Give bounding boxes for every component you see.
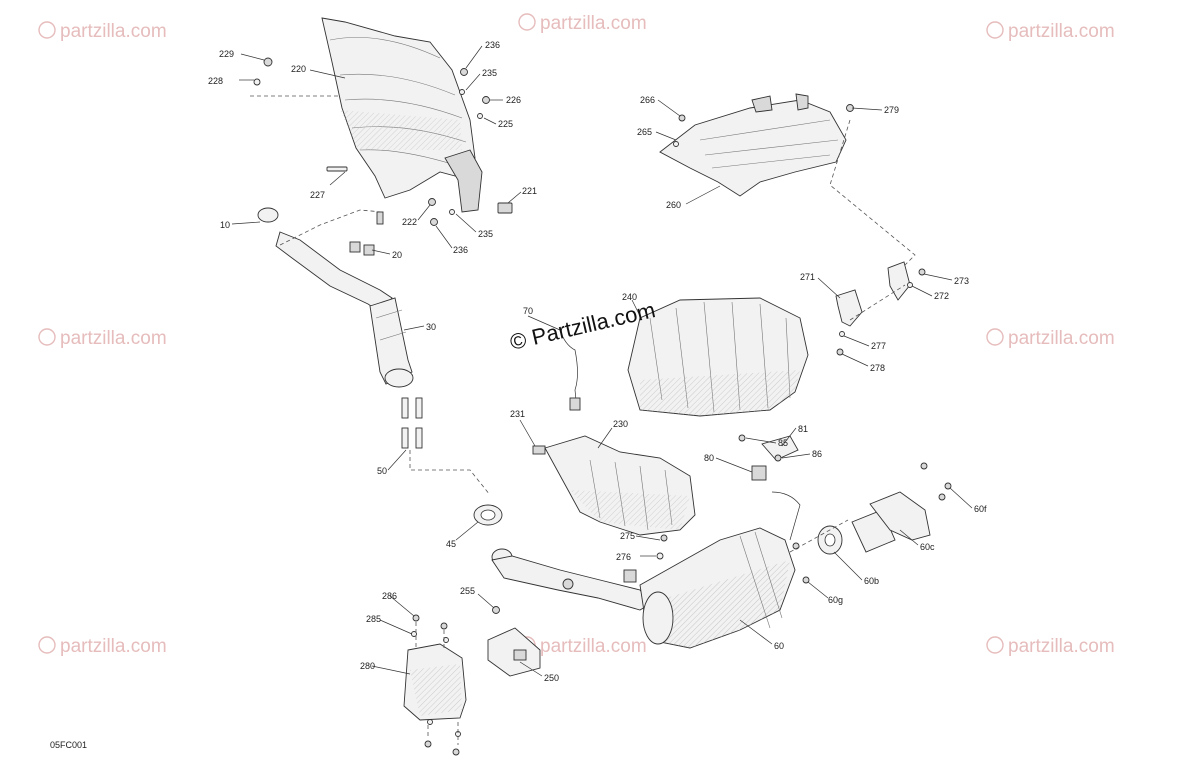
svg-text:partzilla.com: partzilla.com (1008, 328, 1115, 349)
tail-pipe-60c (792, 462, 952, 584)
callout-226: 226 (506, 95, 521, 105)
svg-text:partzilla.com: partzilla.com (1008, 636, 1115, 657)
heat-shield-220 (321, 17, 513, 214)
callout-235: 235 (482, 68, 497, 78)
callout-225: 225 (498, 119, 513, 129)
callout-45: 45 (446, 539, 456, 549)
assembly-lines (250, 95, 916, 745)
watermark-mid-left: partzilla.com (38, 328, 167, 349)
watermark-top-left: partzilla.com (38, 21, 167, 42)
callout-286: 286 (382, 591, 397, 601)
callout-81: 81 (798, 424, 808, 434)
svg-text:partzilla.com: partzilla.com (540, 13, 647, 34)
callout-10: 10 (220, 220, 230, 230)
watermark-top-right: partzilla.com (986, 21, 1115, 42)
callout-231: 231 (510, 409, 525, 419)
callout-271: 271 (800, 272, 815, 282)
callout-227: 227 (310, 190, 325, 200)
callout-222: 222 (402, 217, 417, 227)
oxygen-sensor-70 (559, 329, 581, 411)
watermark-bottom-right: partzilla.com (986, 636, 1115, 657)
callout-70: 70 (523, 306, 533, 316)
bracket-250 (487, 606, 541, 677)
callout-255: 255 (460, 586, 475, 596)
callout-266: 266 (640, 95, 655, 105)
callout-236: 236 (485, 40, 500, 50)
callout-280: 280 (360, 661, 375, 671)
fasteners-220 (253, 57, 490, 226)
callout-250: 250 (544, 673, 559, 683)
callout-240: 240 (622, 292, 637, 302)
callout-86: 86 (812, 449, 822, 459)
callout-60: 60 (774, 641, 784, 651)
watermark-bottom-left: partzilla.com (38, 636, 167, 657)
callout-60c: 60c (920, 542, 935, 552)
callout-60g: 60g (828, 595, 843, 605)
watermark-top-center: partzilla.com (518, 13, 647, 34)
heat-shield-260 (659, 93, 854, 197)
callout-275: 275 (620, 531, 635, 541)
leader-lines (231, 45, 973, 677)
callout-60f: 60f (974, 504, 987, 514)
callout-60b: 60b (864, 576, 879, 586)
callout-276: 276 (616, 552, 631, 562)
svg-text:partzilla.com: partzilla.com (60, 328, 167, 349)
bracket-271 (835, 261, 926, 356)
callout-30: 30 (426, 322, 436, 332)
callout-230: 230 (613, 419, 628, 429)
callout-260: 260 (666, 200, 681, 210)
figure-code: 05FC001 (50, 740, 87, 750)
heat-shield-230 (532, 435, 696, 560)
callout-285: 285 (366, 614, 381, 624)
catalytic-heat-shield-240 (627, 297, 809, 417)
gasket-45 (473, 504, 503, 526)
svg-text:partzilla.com: partzilla.com (60, 636, 167, 657)
svg-text:partzilla.com: partzilla.com (60, 21, 167, 42)
svg-text:partzilla.com: partzilla.com (1008, 21, 1115, 42)
callout-278: 278 (870, 363, 885, 373)
callout-221: 221 (522, 186, 537, 196)
callout-272: 272 (934, 291, 949, 301)
svg-text:partzilla.com: partzilla.com (540, 636, 647, 657)
callout-50: 50 (377, 466, 387, 476)
callout-265: 265 (637, 127, 652, 137)
studs-50 (401, 397, 423, 449)
heat-shield-280 (403, 614, 467, 756)
exhaust-header-pipe-30 (257, 207, 414, 388)
callout-236-b: 236 (453, 245, 468, 255)
watermark-mid-right: partzilla.com (986, 328, 1115, 349)
callout-20: 20 (392, 250, 402, 260)
callout-235-b: 235 (478, 229, 493, 239)
callout-85: 85 (778, 438, 788, 448)
callout-273: 273 (954, 276, 969, 286)
callout-220: 220 (291, 64, 306, 74)
callout-80: 80 (704, 453, 714, 463)
callout-228: 228 (208, 76, 223, 86)
callout-229: 229 (219, 49, 234, 59)
callout-labels: 229 228 220 236 235 226 225 227 221 222 … (208, 40, 987, 683)
muffler-60 (639, 491, 801, 649)
callout-279: 279 (884, 105, 899, 115)
callout-277: 277 (871, 341, 886, 351)
